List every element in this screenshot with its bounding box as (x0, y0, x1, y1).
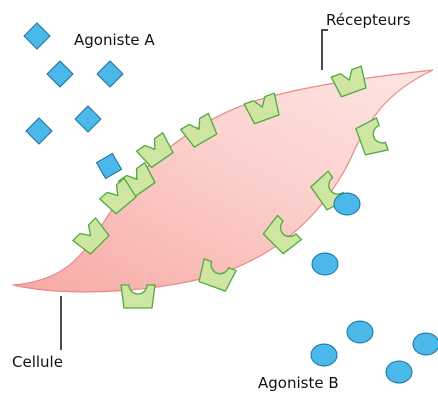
cell-label: Cellule (12, 355, 63, 370)
agonist-a-molecule (75, 106, 101, 132)
agonist-a-molecule (26, 118, 52, 144)
agonist-a-molecule (97, 61, 123, 87)
receptors-label: Récepteurs (326, 13, 411, 28)
receptor-leader-line (322, 30, 328, 70)
agonist-b-group (311, 193, 438, 383)
agonist-b-molecule (334, 193, 360, 215)
agonist-a-molecule (24, 23, 50, 49)
agonist-b-label: Agoniste B (258, 376, 339, 391)
agonist-a-molecule (93, 150, 125, 182)
agonist-a-molecule (47, 61, 73, 87)
agonist-a-label: Agoniste A (74, 33, 155, 48)
agonist-b-molecule (312, 253, 338, 275)
cell-body (13, 70, 433, 292)
agonist-b-molecule (413, 333, 438, 355)
agonist-b-molecule (311, 344, 337, 366)
agonist-b-molecule (386, 361, 412, 383)
agonist-b-molecule (347, 321, 373, 343)
